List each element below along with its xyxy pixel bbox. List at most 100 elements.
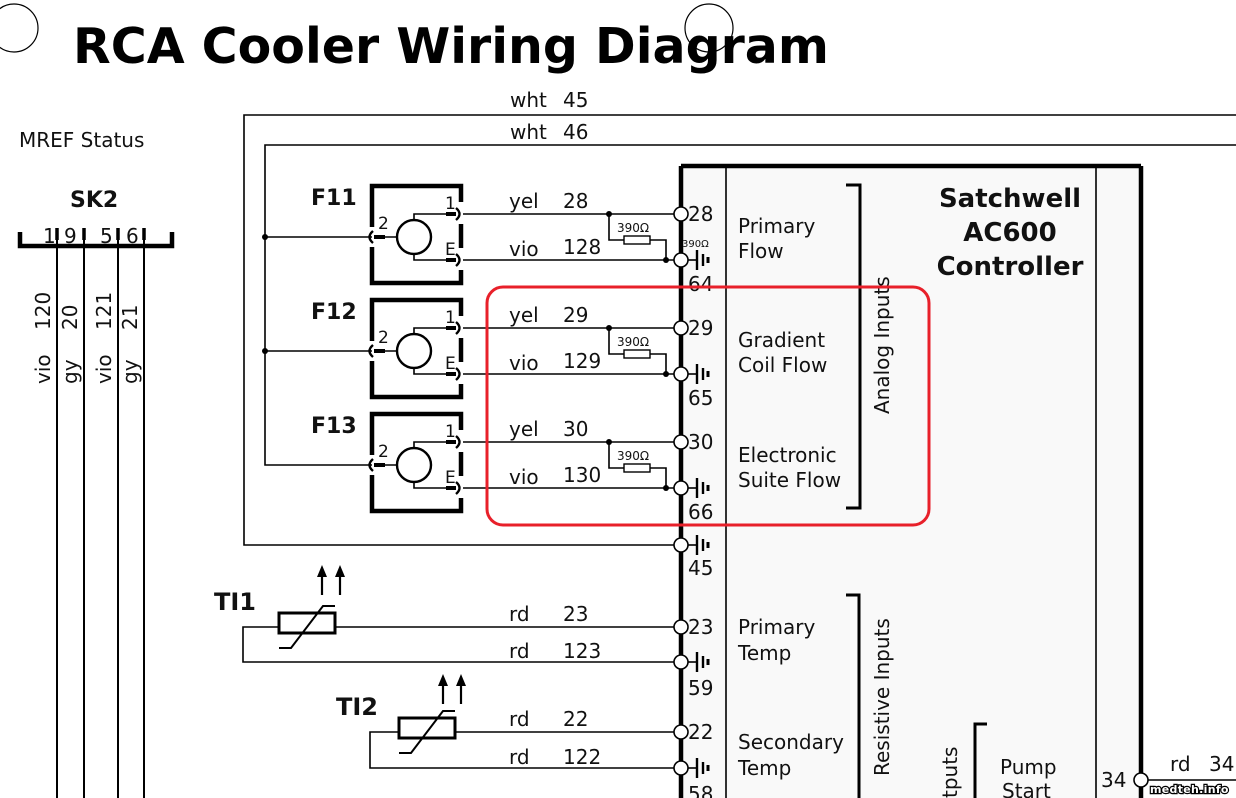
terminal-45-label: 45 [688,556,713,580]
wire-wht-45 [243,114,1236,546]
terminal-label: 22 [688,720,713,744]
channel-label-gradient-flow-1: Gradient [738,328,825,352]
output-wire-number: 34 [1209,752,1234,776]
page-marker-circle-right [684,3,734,53]
flow-sensor-name: F12 [311,300,357,325]
terminal-label: 59 [688,676,713,700]
sk2-wire3-number: 121 [92,292,116,330]
sk2-wire2-number: 20 [58,305,82,330]
wire-number-label: 28 [563,189,588,213]
wire-label-wht-45-color: wht [510,88,547,112]
channel-label-suite-flow-2: Suite Flow [738,468,841,492]
flow-sensor-element-icon [395,332,433,370]
channel-label-suite-flow-1: Electronic [738,443,837,467]
sk2-pin-5: 5 [100,224,113,248]
terminal-29 [673,320,689,336]
sk2-pin-6: 6 [126,224,139,248]
terminal-label: 64 [688,272,713,296]
terminal-66-ground [673,478,710,498]
pin-label-2: 2 [378,442,389,462]
wire-wht-46 [264,144,1236,466]
analog-inputs-label: Analog Inputs [870,276,894,414]
wire-rd-123 [242,626,674,663]
terminal-23 [673,619,689,635]
thermistor-icon [277,605,337,649]
outputs-label-partial: tputs [938,747,962,798]
channel-label-secondary-temp-1: Secondary [738,730,844,754]
channel-label-gradient-flow-2: Coil Flow [738,353,827,377]
wire-color-label: vio [509,237,539,261]
diagram-title: RCA Cooler Wiring Diagram [73,18,829,75]
output-wire-color: rd [1170,752,1191,776]
channel-label-secondary-temp-2: Temp [737,756,791,780]
wire-number-label: 128 [563,235,601,259]
flow-sensor-f13 [368,411,464,514]
temperature-arrows-icon [438,674,466,704]
sk2-pin-9: 9 [64,224,77,248]
terminal-65-ground [673,364,710,384]
channel-label-primary-temp-2: Temp [737,641,791,665]
terminal-59-ground [673,652,710,672]
temp-sensor-name: TI2 [336,693,378,721]
sk2-pin-1: 1 [43,224,56,248]
resistive-inputs-bracket [846,593,861,798]
terminal-label: 29 [688,316,713,340]
sk2-wire1-color: vio [31,354,55,384]
resistive-inputs-label: Resistive Inputs [870,618,894,776]
ground-resistor-note: 390Ω [682,239,709,250]
sk2-wire4-color: gy [118,359,142,384]
sk2-connector [17,228,175,798]
pin-label-2: 2 [378,214,389,234]
wire-number-label: 129 [563,349,601,373]
resistor-label: 390Ω [617,221,649,235]
sk2-wire3-color: vio [92,354,116,384]
junction-dot [262,234,268,240]
highlight-box [485,285,931,527]
temp-sensor-ti2 [369,674,674,769]
terminal-label: 30 [688,430,713,454]
junction-dot [262,348,268,354]
analog-inputs-bracket [846,183,862,510]
wire-number-label: 123 [563,639,601,663]
sk2-wire2-color: gy [58,359,82,384]
resistor-label: 390Ω [617,449,649,463]
pin-label-1: 1 [445,422,456,442]
channel-label-primary-temp-1: Primary [738,615,815,639]
temp-sensor-name: TI1 [214,588,256,616]
sk2-wire4-number: 21 [118,305,142,330]
pin-label-e: E [445,468,456,488]
channel-label-primary-flow-1: Primary [738,214,815,238]
terminal-58-ground [673,758,710,778]
wire-number-label: 122 [563,745,601,769]
output-label-start: Start [1002,779,1051,798]
output-label-pump: Pump [1000,755,1057,779]
terminal-label: 66 [688,500,713,524]
wire-color-label: yel [509,189,539,213]
temperature-arrows-icon [317,565,345,595]
terminal-64-ground [673,250,710,270]
wire-number-label: 130 [563,463,601,487]
page-marker-circle-left [0,3,39,53]
flow-sensor-name: F13 [311,414,357,439]
resistor-390-ohm: 390Ω [606,211,669,263]
wire-label-wht-46-number: 46 [563,120,588,144]
resistor-390-ohm: 390Ω [606,325,669,377]
wire-color-label: rd [509,602,530,626]
wire-number-label: 29 [563,303,588,327]
pin-label-1: 1 [445,194,456,214]
controller-name-line3: Controller [937,252,1084,282]
wire-color-label: rd [509,745,530,769]
terminal-label: 28 [688,202,713,226]
mref-status-label: MREF Status [19,128,144,152]
flow-sensor-element-icon [395,218,433,256]
terminal-28 [673,206,689,222]
pin-label-e: E [445,240,456,260]
resistor-label: 390Ω [617,335,649,349]
terminal-label: 65 [688,386,713,410]
sk2-connector-label: SK2 [70,188,118,213]
channel-label-primary-flow-2: Flow [738,239,784,263]
wire-color-label: rd [509,707,530,731]
resistor-390-ohm: 390Ω [606,439,669,491]
wire-number-label: 23 [563,602,588,626]
